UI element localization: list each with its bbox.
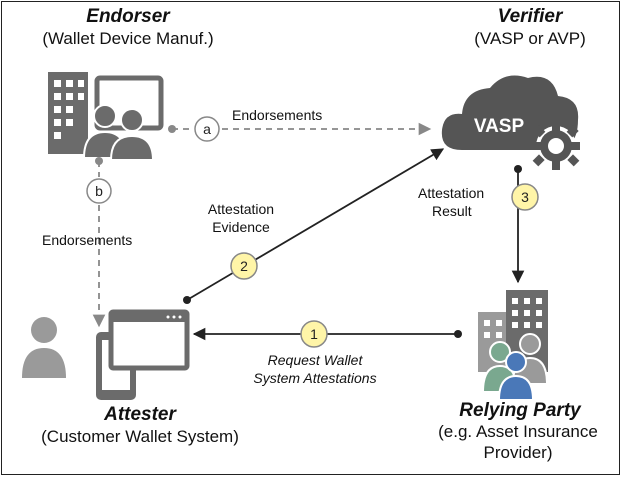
edge-a xyxy=(168,122,432,136)
marker-step3: 3 xyxy=(511,183,539,211)
edge-step3-label-line2: Result xyxy=(432,203,472,219)
svg-text:3: 3 xyxy=(521,189,529,205)
svg-text:1: 1 xyxy=(310,326,318,342)
gear-icon xyxy=(532,122,580,170)
marker-step1: 1 xyxy=(300,320,328,348)
relying-party-subtitle-line2: Provider) xyxy=(483,443,553,462)
svg-text:b: b xyxy=(95,183,103,199)
verifier-title: Verifier xyxy=(497,6,563,27)
edge-step3 xyxy=(511,165,525,284)
relying-party-subtitle-line1: (e.g. Asset Insurance xyxy=(438,422,598,441)
edge-step1-label-line2: System Attestations xyxy=(253,370,377,386)
endorser-subtitle: (Wallet Device Manuf.) xyxy=(42,29,214,48)
edge-a-label: Endorsements xyxy=(232,107,323,123)
verifier-subtitle: (VASP or AVP) xyxy=(474,29,586,48)
edge-step2-label-line2: Evidence xyxy=(212,219,270,235)
endorser-icon xyxy=(48,72,164,161)
edge-b xyxy=(92,157,106,328)
relying-party-title: Relying Party xyxy=(459,400,581,421)
marker-step2: 2 xyxy=(230,252,258,280)
edge-step1 xyxy=(192,327,462,341)
edge-step2 xyxy=(183,148,445,304)
relying-party-icon xyxy=(478,290,549,401)
person-icon xyxy=(22,317,66,378)
attester-title: Attester xyxy=(104,404,176,425)
endorser-title: Endorser xyxy=(86,6,170,27)
edge-step2-label-line1: Attestation xyxy=(207,201,275,217)
attester-device-icon xyxy=(96,309,190,400)
attester-subtitle: (Customer Wallet System) xyxy=(41,427,239,446)
marker-b: b xyxy=(86,178,112,204)
edge-b-label: Endorsements xyxy=(42,232,133,248)
verifier-cloud-label: VASP xyxy=(474,116,525,137)
svg-text:2: 2 xyxy=(240,258,248,274)
edge-step3-label-line1: Attestation xyxy=(418,185,485,201)
marker-a: a xyxy=(194,116,220,142)
edge-step1-label-line1: Request Wallet xyxy=(267,352,363,368)
svg-text:a: a xyxy=(203,121,211,137)
